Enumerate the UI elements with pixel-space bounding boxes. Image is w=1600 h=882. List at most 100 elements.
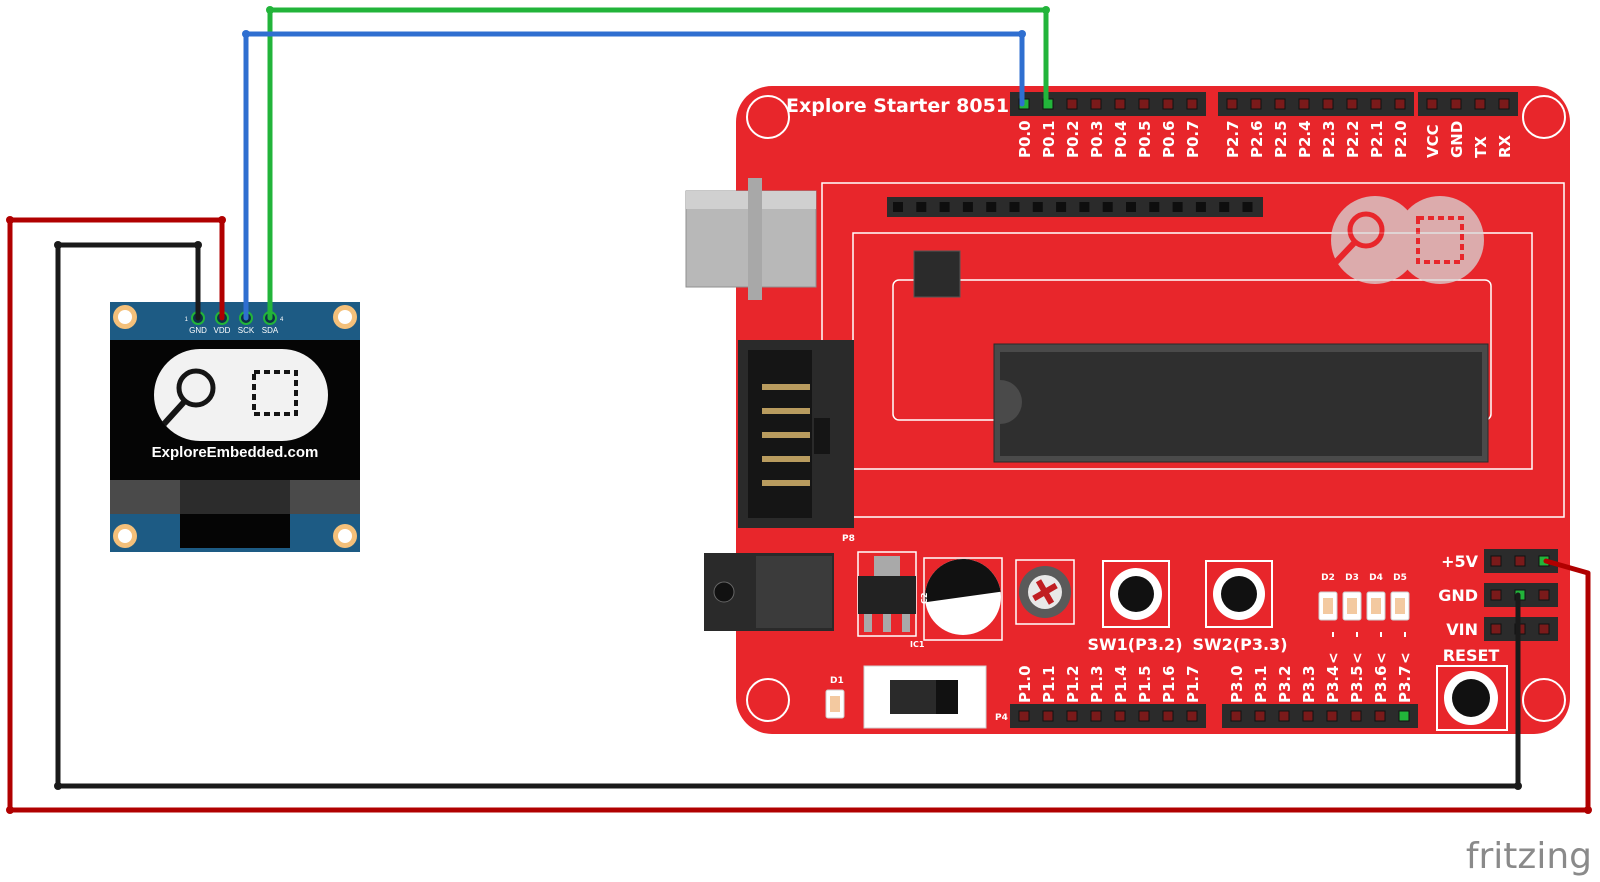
socket-hole [893, 202, 903, 212]
p1-pin[interactable] [1186, 710, 1198, 722]
uart-pin[interactable] [1450, 98, 1462, 110]
isp-header-p8 [738, 340, 854, 528]
p1-pin[interactable] [1162, 710, 1174, 722]
p1-label: P1.5 [1136, 665, 1154, 703]
p2-label: P2.4 [1296, 120, 1314, 158]
p1-label: P1.7 [1184, 665, 1202, 703]
uart-pin[interactable] [1498, 98, 1510, 110]
mount-hole [746, 678, 790, 722]
power-pin[interactable] [1538, 589, 1550, 601]
p3-pin[interactable] [1374, 710, 1386, 722]
p0-label: P0.5 [1136, 120, 1154, 158]
p0-header [1010, 92, 1206, 116]
oled-pin-label: VDD [214, 326, 231, 335]
usb-connector [685, 178, 817, 300]
p3-pin[interactable] [1350, 710, 1362, 722]
p2-pin[interactable] [1250, 98, 1262, 110]
p2-pin[interactable] [1226, 98, 1238, 110]
p1-pin[interactable] [1042, 710, 1054, 722]
p3-arrow-mark: < [1326, 652, 1342, 664]
p2-label: P2.2 [1344, 120, 1362, 158]
sw2-button[interactable] [1205, 560, 1273, 628]
p3-label: P3.5 [1348, 665, 1366, 703]
voltage-regulator-ic1 [857, 551, 917, 637]
p2-pin[interactable] [1346, 98, 1358, 110]
p0-label: P0.7 [1184, 120, 1202, 158]
oled-pin-label: SCK [238, 326, 255, 335]
p3-pin[interactable] [1254, 710, 1266, 722]
capacitor-c2 [923, 557, 1003, 641]
p2-pin[interactable] [1322, 98, 1334, 110]
p2-pin[interactable] [1298, 98, 1310, 110]
uart-pin[interactable] [1474, 98, 1486, 110]
socket-hole [916, 202, 927, 212]
p3-header [1222, 704, 1418, 728]
p3-pin[interactable] [1230, 710, 1242, 722]
p1-label: P1.0 [1016, 665, 1034, 703]
d1-label: D1 [830, 676, 844, 686]
p1-pin[interactable] [1114, 710, 1126, 722]
ic1-label: IC1 [910, 640, 925, 649]
wire-end-dots [6, 6, 1592, 814]
power-pin-label: +5V [1441, 552, 1479, 571]
power-slide-switch[interactable] [863, 665, 987, 729]
p2-pin[interactable] [1394, 98, 1406, 110]
p0-pin[interactable] [1138, 98, 1150, 110]
p0-label: P0.4 [1112, 120, 1130, 158]
board-title: Explore Starter 8051 [786, 95, 1009, 117]
p3-label: P3.3 [1300, 665, 1318, 703]
p0-pin[interactable] [1066, 98, 1078, 110]
explore-starter-8051-board: P8 IC1 C2 [685, 86, 1570, 734]
power-pin[interactable] [1490, 623, 1502, 635]
socket-hole [1149, 202, 1160, 212]
socket-hole [1102, 202, 1113, 212]
p2-label: P2.0 [1392, 120, 1410, 158]
p3-pin[interactable] [1326, 710, 1338, 722]
p0-label: P0.6 [1160, 120, 1178, 158]
socket-hole [939, 202, 950, 212]
p0-label: P0.1 [1040, 120, 1058, 158]
p1-pin[interactable] [1090, 710, 1102, 722]
screen-logo [154, 349, 328, 441]
power-pin[interactable] [1538, 623, 1550, 635]
p2-pin[interactable] [1370, 98, 1382, 110]
power-pin[interactable] [1490, 555, 1502, 567]
p3-pin[interactable] [1302, 710, 1314, 722]
p2-label: P2.3 [1320, 120, 1338, 158]
uart-pin[interactable] [1426, 98, 1438, 110]
reset-button[interactable] [1436, 665, 1508, 731]
power-pin[interactable] [1514, 555, 1526, 567]
wire-sda-to-p0-1[interactable] [267, 7, 1049, 321]
p2-pin[interactable] [1274, 98, 1286, 110]
p3-label: P3.6 [1372, 665, 1390, 703]
socket-hole [1172, 202, 1183, 212]
explore-embedded-logo [1331, 196, 1484, 284]
sw1-label: SW1(P3.2) [1088, 635, 1183, 654]
isp-pin [762, 480, 810, 486]
isp-pin [762, 456, 810, 462]
power-pin-label: VIN [1446, 620, 1478, 639]
p3-pin[interactable] [1398, 710, 1410, 722]
p1-pin[interactable] [1138, 710, 1150, 722]
p1-label: P1.3 [1088, 665, 1106, 703]
p3-pin[interactable] [1278, 710, 1290, 722]
wire-sck-to-p0-0[interactable] [243, 31, 1025, 321]
p3-label: P3.4 [1324, 665, 1342, 703]
socket-hole [1056, 202, 1067, 212]
p1-pin[interactable] [1066, 710, 1078, 722]
p0-pin[interactable] [1162, 98, 1174, 110]
p1-pin[interactable] [1018, 710, 1030, 722]
socket-hole [1009, 202, 1020, 212]
p0-pin[interactable] [1090, 98, 1102, 110]
p3-label: P3.1 [1252, 665, 1270, 703]
potentiometer[interactable] [1015, 559, 1075, 625]
sw1-button[interactable] [1102, 560, 1170, 628]
p0-pin[interactable] [1186, 98, 1198, 110]
power-pin[interactable] [1490, 589, 1502, 601]
wire-gnd-to-gnd[interactable] [55, 242, 1521, 789]
oled-pin-label: GND [189, 326, 207, 335]
dip-40-socket [993, 343, 1489, 463]
socket-hole [1032, 202, 1043, 212]
p0-pin[interactable] [1114, 98, 1126, 110]
